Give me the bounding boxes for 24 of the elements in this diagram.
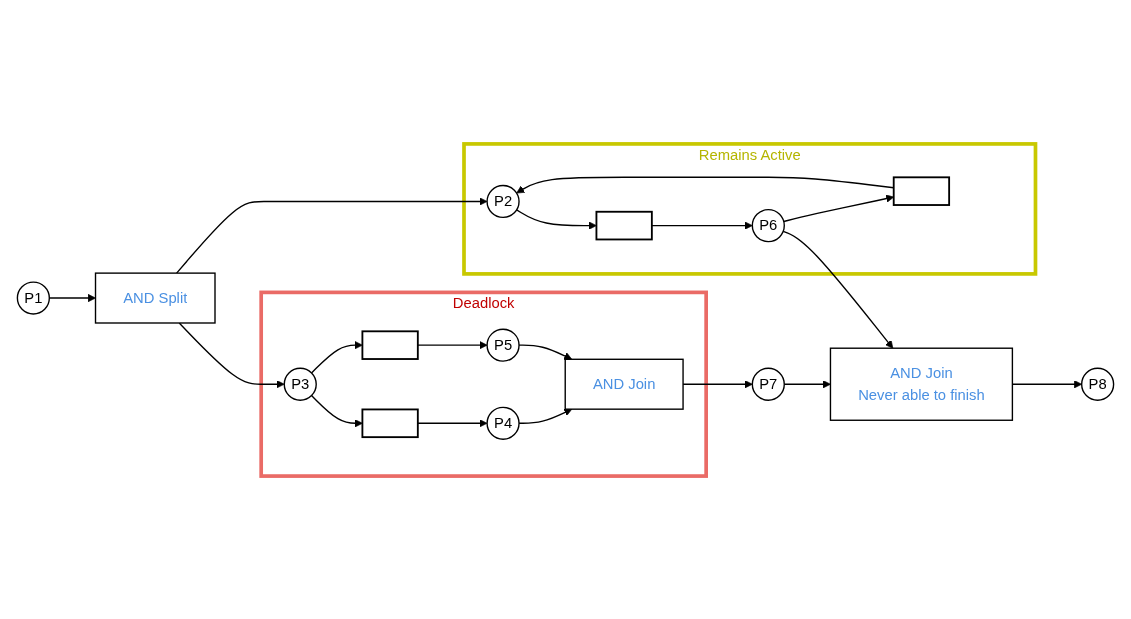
arrow [515, 208, 597, 230]
node-circle: P2 [486, 184, 520, 218]
node-circle: P8 [1080, 367, 1115, 401]
arrow [178, 321, 285, 388]
arrow [417, 340, 488, 349]
arrow [417, 418, 488, 427]
node-box: AND Split [94, 271, 216, 324]
node-box: AND Join [564, 358, 684, 410]
node-circle: P6 [751, 208, 785, 242]
arrow [782, 230, 894, 349]
node-circle: P7 [751, 367, 785, 401]
node-circle: P1 [16, 280, 51, 315]
node-bar [361, 408, 419, 438]
arrow [310, 394, 363, 427]
arrow [651, 221, 753, 230]
node-bar [595, 210, 653, 240]
node-box: AND Join Never able to finish [829, 347, 1014, 421]
node-circle: P5 [486, 328, 520, 362]
node-circle: P4 [486, 406, 520, 440]
node-circle: P3 [283, 367, 317, 401]
arrow [310, 340, 363, 374]
node-bar [892, 175, 951, 206]
node-bar [361, 329, 419, 360]
arrow [175, 196, 488, 274]
